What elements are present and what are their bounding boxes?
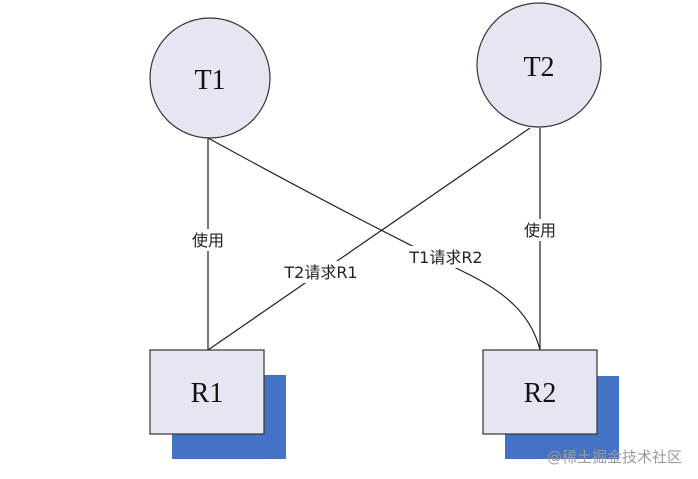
resource-node-r2-box bbox=[482, 349, 598, 435]
task-node-t1: T1 bbox=[149, 17, 271, 139]
task-node-t2: T2 bbox=[476, 2, 602, 128]
edge-label-t1-r1: 使用 bbox=[192, 231, 224, 250]
resource-node-r1-label: R1 bbox=[191, 378, 224, 409]
task-node-t1-label: T1 bbox=[194, 65, 225, 96]
edge-label-t1-r2: T1请求R2 bbox=[408, 248, 482, 267]
resource-node-r2-label: R2 bbox=[524, 378, 557, 409]
edge-label-bg-t1-r2 bbox=[400, 246, 492, 268]
edge-t2-r1 bbox=[207, 127, 531, 351]
edge-label-t2-r2: 使用 bbox=[524, 221, 556, 240]
watermark: @稀土掘金技术社区 bbox=[547, 448, 682, 466]
edge-label-bg-t2-r2 bbox=[516, 219, 564, 241]
resource-node-r1: R1 bbox=[149, 349, 286, 459]
edge-label-t2-r1: T2请求R1 bbox=[283, 263, 357, 282]
task-node-t2-label: T2 bbox=[523, 52, 554, 83]
resource-node-r1-box bbox=[149, 349, 265, 435]
edge-label-bg-t2-r1 bbox=[275, 261, 367, 283]
edge-t1-r2 bbox=[207, 137, 541, 351]
edge-label-bg-t1-r1 bbox=[185, 229, 231, 251]
resource-node-r2: R2 bbox=[482, 349, 619, 459]
